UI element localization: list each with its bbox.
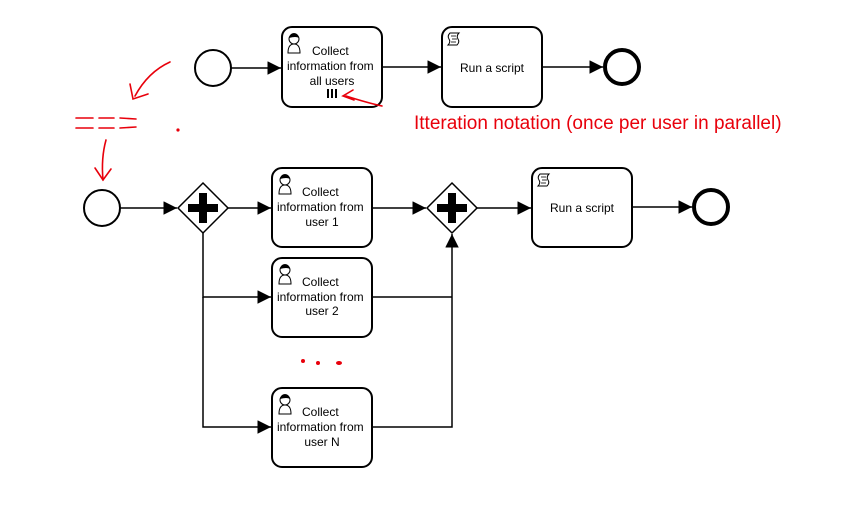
task-user-n-label: Collect information from user N [277,405,367,449]
bottom-task-run-script[interactable]: Run a script [531,167,633,248]
bottom-end-event[interactable] [692,188,730,226]
annotation-down-arrow [101,139,107,181]
bottom-task-script-label: Run a script [550,201,615,215]
script-task-icon [447,32,460,46]
top-task-script-label: Run a script [460,61,525,75]
top-flow: Collect information from all users Run a… [194,26,641,108]
task-collect-user-1[interactable]: Collect information from user 1 [271,167,373,248]
parallel-gateway-join[interactable] [425,181,479,235]
annotation-arrow-head [341,89,355,101]
top-start-event[interactable] [194,49,232,87]
parallel-gateway-icon [437,193,467,223]
bottom-start-event[interactable] [83,189,121,227]
annotation-layer [75,61,383,365]
annotation-down-arrow-head [94,167,112,182]
top-task-run-script[interactable]: Run a script [441,26,543,108]
parallel-gateway-icon [188,193,218,223]
top-task-collect-all-users[interactable]: Collect information from all users [281,26,383,108]
task-collect-user-2[interactable]: Collect information from user 2 [271,257,373,338]
task-user-2-label: Collect information from user 2 [277,275,367,318]
annotation-dot [176,128,180,132]
user-n-to-join-flow[interactable] [372,234,459,428]
parallel-multi-instance-marker-icon [327,89,337,98]
split-to-user-2-flow[interactable] [202,233,271,304]
top-task-collect-label: Collect information from all users [287,44,377,88]
annotation-ellipsis-dots [301,359,342,365]
top-end-event[interactable] [603,48,641,86]
annotation-text: Itteration notation (once per user in pa… [414,113,782,134]
annotation-curved-arrow-head [129,83,149,101]
script-task-icon [537,173,550,187]
task-collect-user-n[interactable]: Collect information from user N [271,387,373,468]
split-to-user-n-flow[interactable] [202,297,271,434]
bottom-flow: Collect information from user 1 Collect … [83,167,730,468]
parallel-gateway-split[interactable] [176,181,230,235]
annotation-arrow-to-marker [345,95,383,107]
annotation-curved-arrow [134,61,171,97]
task-user-1-label: Collect information from user 1 [277,185,367,229]
annotation-equivalence-symbol [75,117,137,129]
